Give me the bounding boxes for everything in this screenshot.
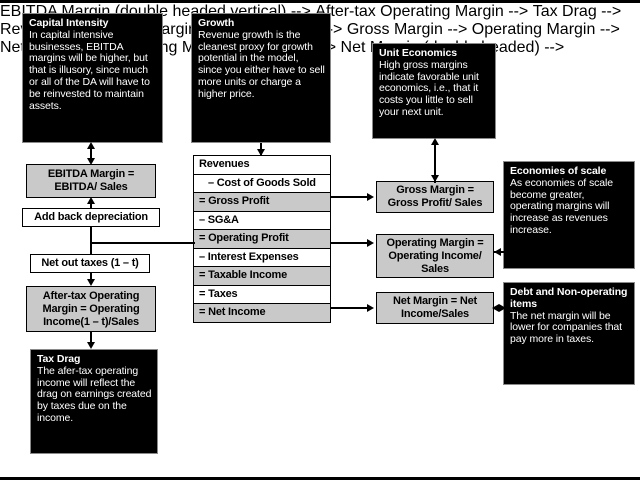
note-debt-and-nonoperating-items-heading: Debt and Non-operating items (510, 286, 628, 310)
note-tax-drag-body: The afer-tax operating income will refle… (37, 364, 152, 424)
connector-aftertax-taxdrag-arrow (86, 342, 95, 349)
connector-operatingprofit-operatingmargin-arrow (367, 238, 374, 247)
note-unit-economics-heading: Unit Economics (379, 47, 457, 59)
income-statement-row: = Taxes (193, 284, 331, 305)
income-statement-row: = Net Income (193, 303, 331, 323)
income-statement-row: Revenues (193, 155, 331, 175)
income-statement-row: – SG&A (193, 210, 331, 231)
connector-netincome-netmargin-line (331, 307, 369, 309)
connector-capint-ebitda-arrow-up (86, 142, 95, 149)
connector-debt-netmargin-arrow-left (492, 303, 499, 312)
connector-operating-profit-to-left-spine (90, 242, 195, 244)
connector-left-spine-upper (90, 227, 92, 254)
connector-netouttaxes-aftertax-line (90, 273, 92, 284)
box-add-back-depreciation: Add back depreciation (22, 208, 160, 227)
box-after-tax-operating-margin: After-tax Operating Margin = Operating I… (26, 286, 156, 332)
box-net-margin: Net Margin = Net Income/Sales (376, 292, 494, 324)
income-statement-row: = Taxable Income (193, 266, 331, 286)
connector-aftertax-taxdrag-line (90, 332, 92, 347)
connector-debt-netmargin-arrow-right (499, 303, 506, 312)
note-tax-drag: Tax Drag The afer-tax operating income w… (30, 349, 158, 454)
note-debt-and-nonoperating-items-body: The net margin will be lower for compani… (510, 309, 622, 346)
note-growth-heading: Growth (198, 17, 235, 29)
box-operating-margin: Operating Margin = Operating Income/ Sal… (376, 234, 494, 278)
connector-grossprofit-grossmargin-arrow (367, 192, 374, 201)
note-tax-drag-heading: Tax Drag (37, 353, 81, 365)
connector-growth-revenues-arrow (256, 149, 265, 156)
connector-economies-stub (494, 251, 506, 253)
note-capital-intensity-body: In capital intensive businesses, EBITDA … (29, 28, 150, 112)
income-statement-row: – Interest Expenses (193, 247, 331, 268)
connector-uniteconomics-grossmargin-arrow-down (430, 175, 439, 182)
connector-netouttaxes-aftertax-arrow (86, 279, 95, 286)
note-capital-intensity: Capital Intensity In capital intensive b… (22, 13, 163, 143)
connector-operatingprofit-operatingmargin-line (331, 242, 369, 244)
note-debt-and-nonoperating-items: Debt and Non-operating items The net mar… (503, 282, 635, 385)
connector-netincome-netmargin-arrow (367, 303, 374, 312)
note-capital-intensity-heading: Capital Intensity (29, 17, 109, 29)
connector-capint-ebitda-arrow-down (86, 158, 95, 165)
note-growth: Growth Revenue growth is the cleanest pr… (191, 13, 331, 143)
note-growth-body: Revenue growth is the cleanest proxy for… (198, 28, 325, 100)
income-statement-row: – Cost of Goods Sold (193, 173, 331, 194)
box-net-out-taxes: Net out taxes (1 – t) (30, 254, 150, 273)
connector-grossprofit-grossmargin-line (331, 196, 369, 198)
income-statement-stack: Revenues– Cost of Goods Sold= Gross Prof… (193, 155, 331, 323)
note-unit-economics-body: High gross margins indicate favorable un… (379, 58, 479, 118)
income-statement-row: = Gross Profit (193, 192, 331, 212)
note-economies-of-scale: Economies of scale As economies of scale… (503, 161, 635, 269)
box-gross-margin: Gross Margin = Gross Profit/ Sales (376, 181, 494, 213)
income-statement-row: = Operating Profit (193, 229, 331, 249)
connector-addback-ebitda-arrow (86, 197, 95, 204)
connector-uniteconomics-grossmargin-line (434, 141, 436, 183)
box-ebitda-margin: EBITDA Margin = EBITDA/ Sales (26, 164, 156, 198)
note-unit-economics: Unit Economics High gross margins indica… (372, 43, 496, 139)
connector-uniteconomics-grossmargin-arrow-up (430, 138, 439, 145)
note-economies-of-scale-body: As economies of scale become greater, op… (510, 176, 613, 236)
note-economies-of-scale-heading: Economies of scale (510, 165, 607, 177)
connector-capint-ebitda-line (90, 146, 92, 163)
